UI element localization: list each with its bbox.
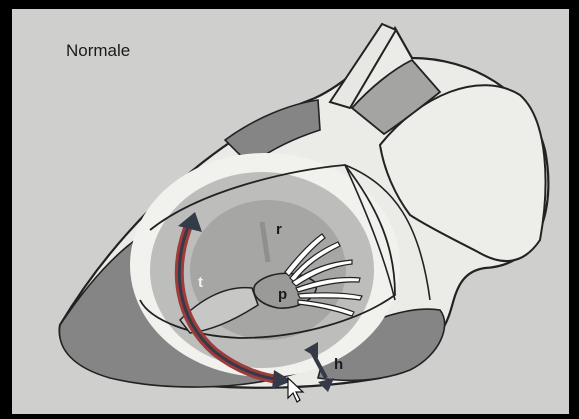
label-t: t — [198, 274, 203, 291]
label-h: h — [334, 356, 343, 373]
diagram-title: Normale — [66, 41, 130, 60]
label-r: r — [276, 221, 282, 238]
label-p: p — [278, 286, 287, 303]
